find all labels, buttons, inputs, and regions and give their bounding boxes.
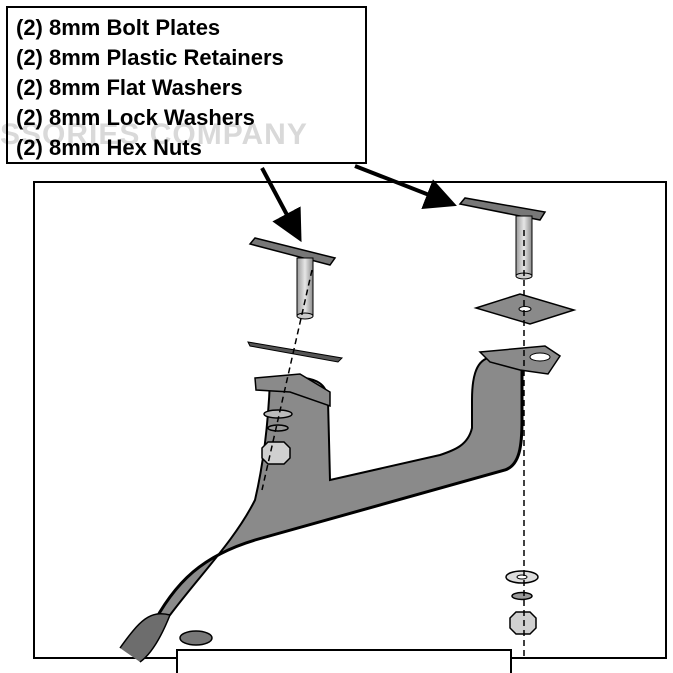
parts-list: (2) 8mm Bolt Plates (2) 8mm Plastic Reta… bbox=[16, 13, 365, 163]
flat-washer-left bbox=[247, 341, 344, 363]
hex-nut-left bbox=[261, 441, 291, 465]
bracket-plate bbox=[149, 348, 523, 631]
parts-list-item: (2) 8mm Flat Washers bbox=[16, 75, 243, 100]
bracket-foot bbox=[179, 630, 213, 646]
bottom-callout-box bbox=[176, 649, 512, 673]
bracket-curl bbox=[119, 613, 172, 663]
bolt-shaft-left bbox=[296, 257, 314, 317]
callout-arrow-left bbox=[260, 167, 302, 243]
hex-nut-right bbox=[509, 611, 537, 635]
parts-list-item: (2) 8mm Hex Nuts bbox=[16, 135, 202, 160]
lock-washer-right bbox=[511, 591, 533, 601]
callout-arrow-right bbox=[354, 164, 457, 210]
axis-line-left bbox=[261, 269, 313, 491]
bolt-plate-left bbox=[248, 237, 337, 266]
parts-callout-box: (2) 8mm Bolt Plates (2) 8mm Plastic Reta… bbox=[6, 6, 367, 164]
parts-list-item: (2) 8mm Bolt Plates bbox=[16, 15, 221, 40]
watermark: SSORIES COMPANY bbox=[0, 118, 308, 151]
bracket-tab-left bbox=[254, 373, 331, 408]
diagram-frame bbox=[33, 181, 667, 659]
parts-list-item: (2) 8mm Lock Washers bbox=[16, 105, 255, 130]
bracket-edge bbox=[148, 350, 524, 631]
bolt-plate-right bbox=[458, 197, 547, 221]
parts-list-item: (2) 8mm Plastic Retainers bbox=[16, 45, 284, 70]
